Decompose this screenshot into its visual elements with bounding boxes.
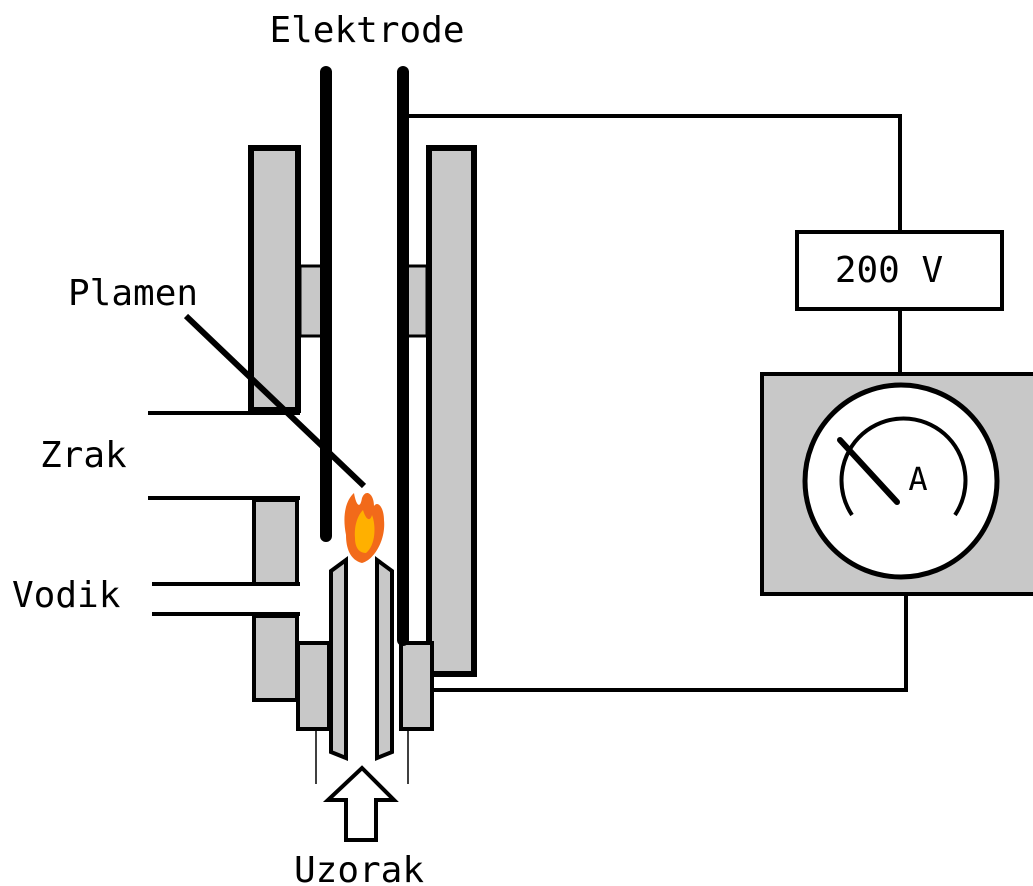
ammeter-symbol: A xyxy=(908,460,927,498)
right-collar xyxy=(399,641,434,731)
left-collar xyxy=(296,641,331,731)
sample-arrow-icon xyxy=(322,765,399,842)
flame xyxy=(344,492,385,563)
flame-pointer-line xyxy=(183,313,367,489)
nozzle-right-tube xyxy=(375,556,394,761)
voltage-label: 200 V xyxy=(835,250,943,291)
left-lower-wall xyxy=(252,614,299,702)
left-upper-wall xyxy=(248,145,301,413)
ammeter-dial xyxy=(802,382,1000,580)
air-label: Zrak xyxy=(40,435,127,476)
circuit-wire-bottom xyxy=(434,594,908,692)
sample-label: Uzorak xyxy=(294,850,424,886)
flame-label: Plamen xyxy=(68,273,198,314)
ammeter-needle xyxy=(837,437,900,505)
right-electrode-spacer xyxy=(405,264,429,338)
nozzle-left-tube xyxy=(329,556,348,761)
left-middle-wall xyxy=(252,498,299,586)
circuit-wire-top xyxy=(405,114,902,232)
ammeter-scale-arc xyxy=(839,416,968,517)
right-wall xyxy=(426,145,477,677)
electrode-label: Elektrode xyxy=(269,10,464,51)
voltage-source-box xyxy=(795,230,1004,311)
hydrogen-label: Vodik xyxy=(12,575,121,616)
